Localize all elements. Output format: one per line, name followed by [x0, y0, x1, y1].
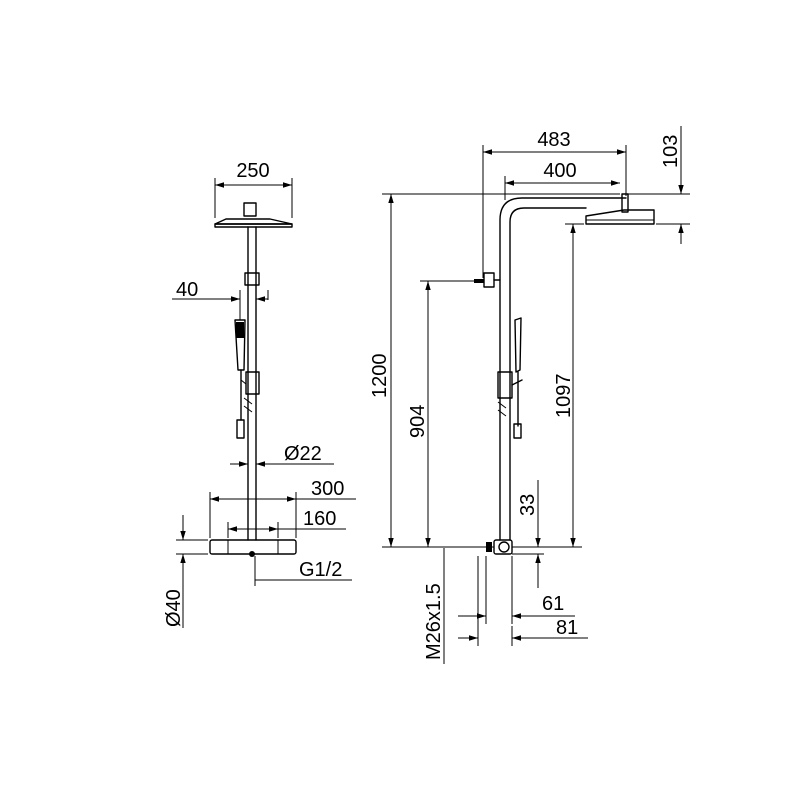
dim-label-483: 483	[537, 129, 570, 151]
side-riser-and-arm	[499, 193, 629, 541]
front-shower-head	[214, 202, 293, 228]
front-mixer	[209, 539, 297, 557]
dim-depth-61: 61	[458, 556, 575, 624]
dim-label-904: 904	[407, 405, 429, 438]
dim-handshower-offset: 40	[172, 279, 269, 320]
dim-thread: M26x1.5	[423, 548, 445, 664]
dim-connection-thread: G1/2	[254, 556, 352, 586]
dim-outlet-height: 904	[407, 280, 476, 547]
dim-label-400: 400	[543, 160, 576, 182]
dim-arm-reach: 483	[482, 129, 627, 278]
side-outlet	[474, 272, 501, 288]
dim-label-1097: 1097	[553, 374, 575, 419]
dim-label-d40: Ø40	[163, 589, 185, 627]
dim-label-g12: G1/2	[299, 559, 342, 581]
dim-mixer-width: 300	[209, 478, 356, 538]
dim-label-61: 61	[542, 593, 564, 615]
dim-mixer-offset: 33	[512, 480, 544, 588]
dim-head-height: 103	[628, 126, 690, 244]
dim-mixer-depth: Ø40	[163, 515, 208, 628]
front-riser-pipe	[243, 226, 260, 541]
dim-label-300: 300	[311, 478, 344, 500]
side-hand-shower	[497, 317, 523, 439]
dim-depth-81: 81	[458, 556, 588, 646]
dim-total-height: 1200	[369, 193, 620, 548]
dim-label-81: 81	[556, 617, 578, 639]
front-hand-shower	[234, 319, 247, 439]
dim-head-width: 250	[214, 160, 293, 218]
dim-label-40: 40	[176, 279, 198, 301]
side-view: 483 400 103 1200 904	[369, 126, 690, 664]
dim-label-d22: Ø22	[284, 443, 322, 465]
dim-label-33: 33	[517, 494, 539, 516]
dim-arm-to-head: 400	[504, 160, 620, 200]
dim-pipe-diameter: Ø22	[230, 443, 334, 467]
dim-label-250: 250	[236, 160, 269, 182]
dim-label-1200: 1200	[369, 354, 391, 399]
dim-label-m26: M26x1.5	[423, 583, 445, 660]
dim-head-clearance: 1097	[512, 223, 584, 548]
front-view: 250 40 Ø22 300 160	[163, 160, 356, 628]
dim-label-103: 103	[660, 135, 682, 168]
dim-label-160: 160	[303, 508, 336, 530]
side-shower-head	[585, 209, 655, 225]
dim-connection-spacing: 160	[227, 508, 346, 538]
